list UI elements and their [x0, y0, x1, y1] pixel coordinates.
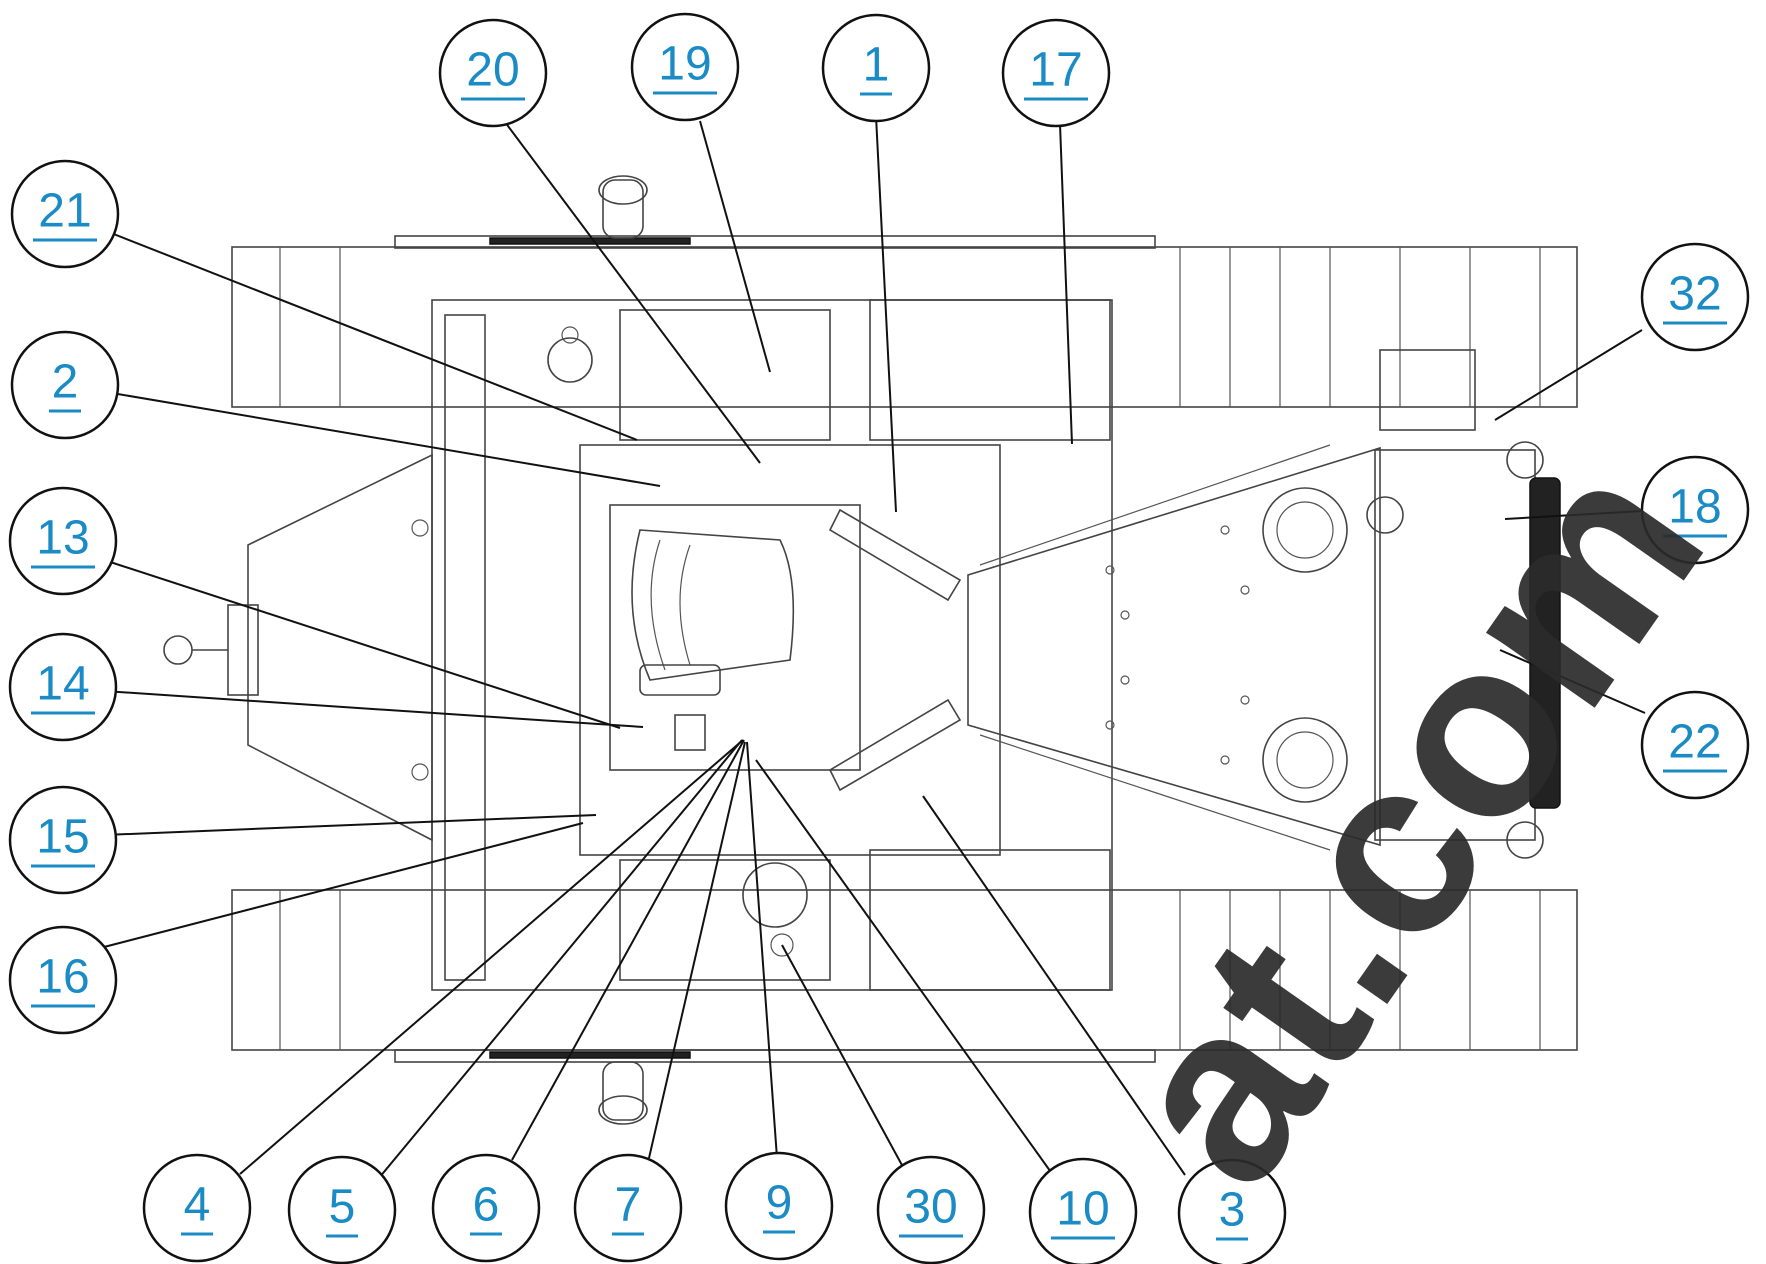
callout-label: 30: [904, 1181, 957, 1234]
callout-label: 4: [184, 1179, 211, 1232]
callout-label: 10: [1056, 1183, 1109, 1236]
callout-label: 13: [36, 512, 89, 565]
callout-label: 18: [1668, 481, 1721, 534]
callout-19[interactable]: 19: [630, 12, 740, 122]
callout-15[interactable]: 15: [8, 785, 118, 895]
callout-17[interactable]: 17: [1001, 18, 1111, 128]
callout-label: 3: [1219, 1184, 1246, 1237]
callout-label: 19: [658, 38, 711, 91]
callout-label: 15: [36, 811, 89, 864]
callout-10[interactable]: 10: [1028, 1157, 1138, 1264]
callout-2[interactable]: 2: [10, 330, 120, 440]
callout-label: 22: [1668, 716, 1721, 769]
callout-label: 1: [863, 39, 890, 92]
callout-label: 21: [38, 185, 91, 238]
callout-18[interactable]: 18: [1640, 455, 1750, 565]
bottom-track: [231, 889, 1578, 1125]
callout-5[interactable]: 5: [287, 1155, 397, 1264]
callout-label: 5: [329, 1181, 356, 1234]
callout-label: 9: [766, 1177, 793, 1230]
callout-9[interactable]: 9: [724, 1151, 834, 1261]
top-track: [231, 175, 1578, 408]
callout-21[interactable]: 21: [10, 159, 120, 269]
callout-label: 6: [473, 1179, 500, 1232]
callout-3[interactable]: 3: [1177, 1158, 1287, 1264]
callout-label: 16: [36, 951, 89, 1004]
callout-30[interactable]: 30: [876, 1155, 986, 1264]
callout-22[interactable]: 22: [1640, 690, 1750, 800]
main-body: [431, 299, 1113, 991]
callout-16[interactable]: 16: [8, 925, 118, 1035]
front-attachment: [967, 349, 1561, 859]
callout-32[interactable]: 32: [1640, 242, 1750, 352]
rear-hitch: [163, 453, 433, 842]
callout-label: 2: [52, 356, 79, 409]
callout-label: 7: [615, 1179, 642, 1232]
leader-lines: [103, 105, 1646, 1179]
callout-4[interactable]: 4: [142, 1153, 252, 1263]
machine-drawing: [163, 175, 1578, 1125]
callout-label: 17: [1029, 44, 1082, 97]
callout-1[interactable]: 1: [821, 13, 931, 123]
callout-6[interactable]: 6: [431, 1153, 541, 1263]
callout-13[interactable]: 13: [8, 486, 118, 596]
callout-7[interactable]: 7: [573, 1153, 683, 1263]
watermark: at.com: [1065, 410, 1756, 1230]
callout-14[interactable]: 14: [8, 632, 118, 742]
callout-label: 20: [466, 44, 519, 97]
callout-20[interactable]: 20: [438, 18, 548, 128]
callouts: 20 19 1 17 21 2 32: [8, 12, 1750, 1264]
callout-label: 32: [1668, 268, 1721, 321]
callout-label: 14: [36, 658, 89, 711]
